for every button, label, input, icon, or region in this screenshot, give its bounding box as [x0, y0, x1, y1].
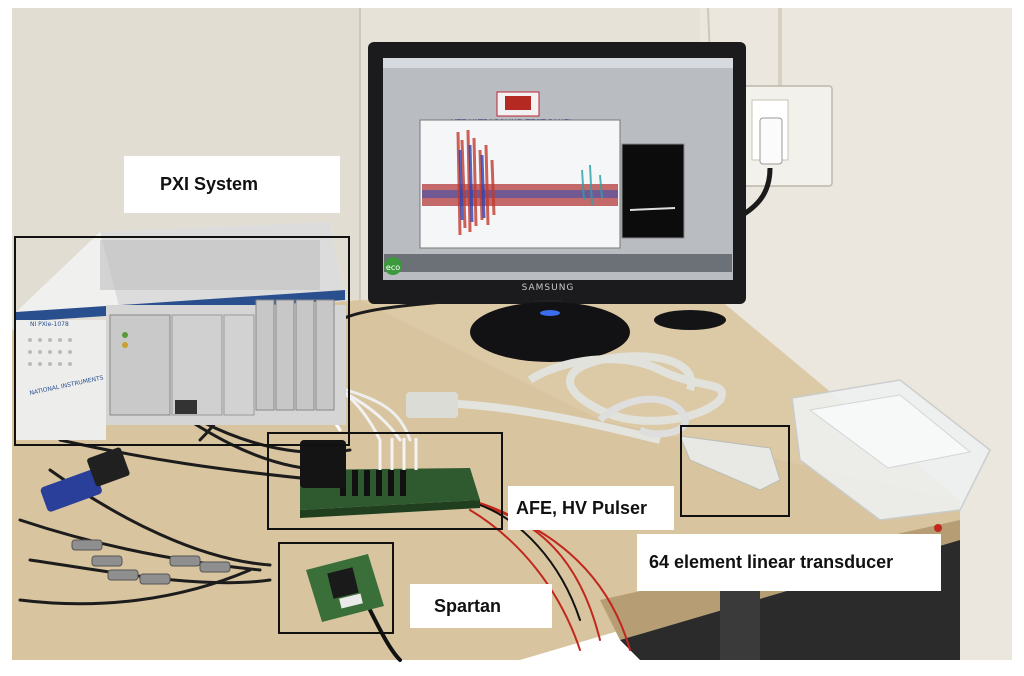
label-afe-hv-pulser: AFE, HV Pulser: [508, 486, 674, 530]
label-spartan: Spartan: [410, 584, 552, 628]
linear-transducer: [406, 352, 781, 491]
label-transducer: 64 element linear transducer: [637, 534, 941, 591]
afe-board: [300, 438, 480, 518]
label-pxi-system-text: PXI System: [160, 174, 259, 194]
chassis-model: NI PXIe-1078: [30, 321, 69, 328]
spartan-board: [306, 554, 384, 622]
bnc-connectors: [71, 539, 231, 585]
monitor: UTE ULTRASOUND TEST PANEL eco SAMSUNG: [368, 42, 746, 362]
callout-box-pxi: [14, 236, 350, 446]
label-pxi-system: PXI System: [124, 156, 340, 213]
plastic-tray: [791, 379, 991, 521]
label-afe-hv-pulser-text: AFE, HV Pulser: [516, 497, 648, 518]
monitor-brand: SAMSUNG: [522, 283, 575, 293]
callout-box-afe: [267, 432, 503, 530]
pxi-chassis: NI PXIe-1078 NATIONAL INSTRUMENTS: [16, 222, 346, 440]
label-spartan-text: Spartan: [434, 595, 502, 616]
vga-connector: [40, 447, 130, 512]
eco-badge: eco: [386, 263, 400, 272]
callout-box-transducer: [680, 425, 790, 517]
label-transducer-text: 64 element linear transducer: [649, 552, 894, 572]
callout-box-spartan: [278, 542, 394, 634]
